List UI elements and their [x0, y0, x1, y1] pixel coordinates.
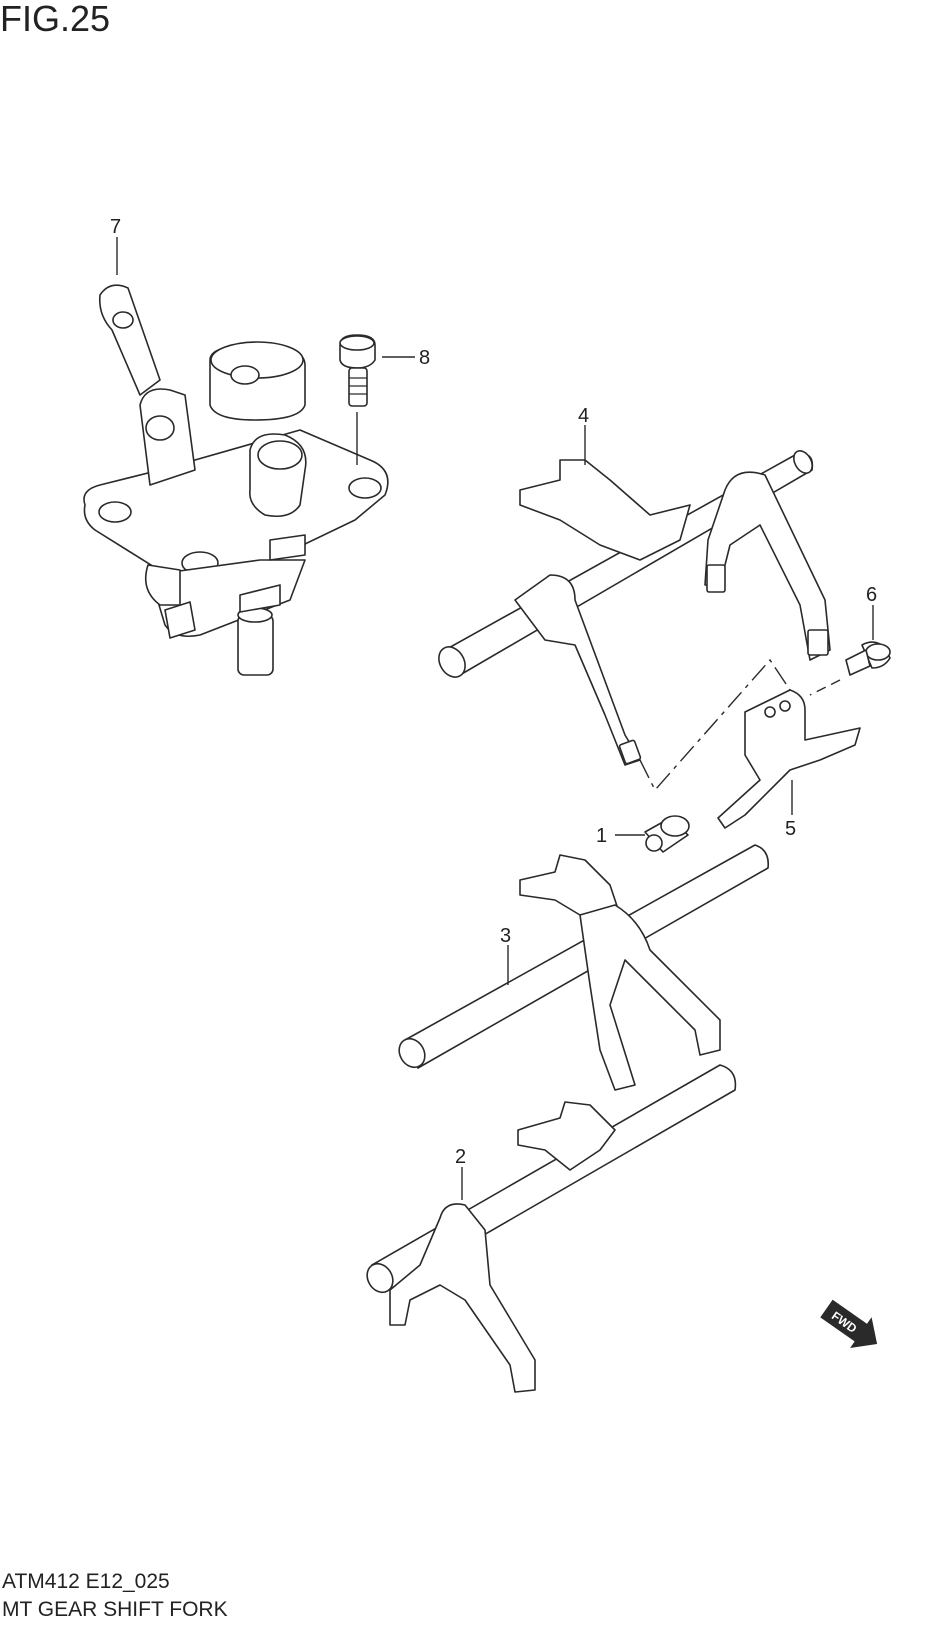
callout-7: 7: [110, 216, 121, 238]
part-5-interlock-plate: [717, 689, 861, 829]
part-2-shift-shaft-fork: [366, 1064, 737, 1393]
figure-name: MT GEAR SHIFT FORK: [2, 1598, 228, 1621]
callout-1: 1: [596, 825, 607, 847]
figure-code: ATM412 E12_025: [2, 1570, 170, 1593]
part-7-shift-control-housing: [83, 284, 389, 676]
part-4-shift-shaft-fork: [438, 450, 831, 766]
callout-4: 4: [578, 405, 589, 427]
figure-title: FIG.25: [0, 0, 111, 39]
part-1-pin: [644, 815, 690, 853]
callout-6: 6: [866, 584, 877, 606]
part-6-bolt: [845, 641, 891, 676]
part-3-shift-shaft-fork: [398, 844, 770, 1091]
callout-2: 2: [455, 1146, 466, 1168]
callout-labels: 7 8 4 6 5 1 3 2: [110, 216, 877, 1168]
fwd-arrow-icon: FWD: [820, 1299, 878, 1348]
callout-5: 5: [785, 818, 796, 840]
callout-leaders: [116, 237, 874, 1200]
callout-8: 8: [419, 347, 430, 369]
part-8-bolt: [339, 334, 376, 407]
callout-3: 3: [500, 925, 511, 947]
